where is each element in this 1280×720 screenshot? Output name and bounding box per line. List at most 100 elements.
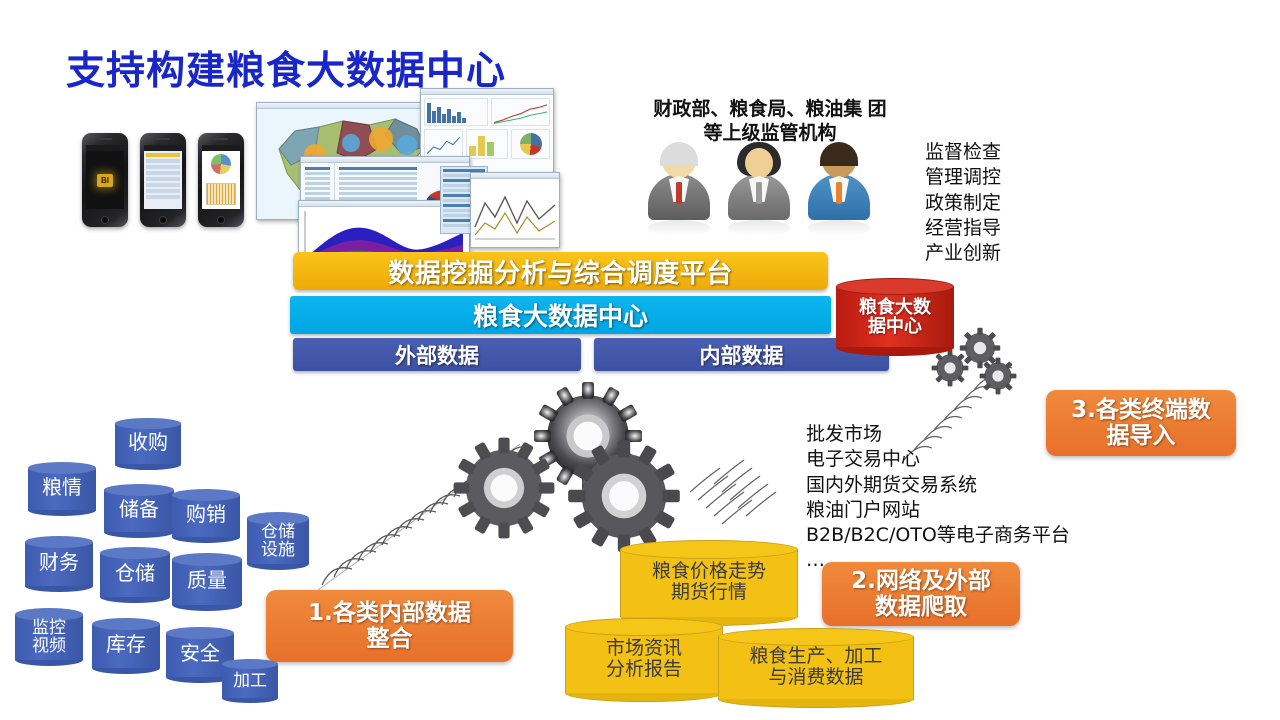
data-center-bar-label: 粮食大数据中心 xyxy=(472,302,648,331)
duties-list: 监督检查 管理调控 政策制定 经营指导 产业创新 xyxy=(925,141,1002,265)
phone-screen-list xyxy=(144,145,182,209)
cylinder-top xyxy=(718,628,914,646)
cylinder-label: 市场资讯分析报告 xyxy=(565,618,723,702)
gears-icon xyxy=(958,326,1002,370)
cylinder-label-line: 购销 xyxy=(186,504,226,527)
cylinder-top xyxy=(172,489,240,501)
cylinder-body xyxy=(836,286,954,348)
callout-internal-integration[interactable]: 1.各类内部数据 整合 xyxy=(266,590,513,662)
person-reflection xyxy=(728,220,790,236)
phone-screen-login: BI xyxy=(86,145,124,209)
callout-terminal-import[interactable]: 3.各类终端数 据导入 xyxy=(1046,390,1236,456)
cylinder-top xyxy=(115,418,181,430)
cylinder-label-line: 财务 xyxy=(39,552,79,575)
cylinder-label: 收购 xyxy=(115,418,181,470)
data-source-cylinder: 仓储 xyxy=(100,547,170,603)
cylinder-label-line1: 粮食大数 xyxy=(859,296,931,317)
cylinder-label-line: 视频 xyxy=(32,636,66,655)
gears-icon xyxy=(930,348,970,388)
cylinder-body xyxy=(172,559,242,605)
person-hair xyxy=(820,142,858,166)
list-item xyxy=(146,153,180,157)
data-source-cylinder: 粮食生产、加工与消费数据 xyxy=(718,628,914,708)
cylinder-body xyxy=(25,542,93,586)
pie-chart-icon xyxy=(511,129,551,159)
cylinder-label: 购销 xyxy=(172,489,240,543)
dashboard-collage-icon xyxy=(256,88,560,264)
callout-3-label: 3.各类终端数 据导入 xyxy=(1071,396,1211,449)
phone-statusbar xyxy=(86,145,124,151)
cylinder-label-line: 监控 xyxy=(32,617,66,637)
phone-speaker xyxy=(98,138,112,140)
cylinder-label: 粮食生产、加工与消费数据 xyxy=(718,628,914,708)
coil-spring-icon xyxy=(690,459,777,525)
cylinder-body xyxy=(247,518,309,564)
external-data-bar[interactable]: 外部数据 xyxy=(293,338,581,371)
data-source-cylinder: 仓储设施 xyxy=(247,512,309,570)
person-face xyxy=(745,148,773,178)
platform-bar[interactable]: 数据挖掘分析与综合调度平台 xyxy=(293,252,828,290)
bar-chart-icon xyxy=(465,129,509,159)
cylinder-body xyxy=(718,636,914,700)
cylinder-top xyxy=(620,540,798,559)
bi-logo-icon: BI xyxy=(97,173,113,187)
person-tie xyxy=(836,182,842,204)
cylinder-top xyxy=(25,536,93,549)
cylinder-top xyxy=(222,659,278,669)
cylinder-label-line: 加工 xyxy=(233,670,267,690)
internal-data-bar-label: 内部数据 xyxy=(699,343,784,368)
cylinder-body xyxy=(222,663,278,699)
cylinder-label: 储备 xyxy=(104,484,174,538)
cylinder-label-line: 安全 xyxy=(180,643,220,666)
phone-statusbar xyxy=(144,145,182,151)
bar-chart-icon xyxy=(206,183,236,205)
data-source-cylinder: 储备 xyxy=(104,484,174,538)
cylinder-bottom xyxy=(104,526,174,538)
data-source-cylinder: 粮情 xyxy=(28,462,96,516)
internal-data-bar[interactable]: 内部数据 xyxy=(594,338,889,371)
page-title: 支持构建粮食大数据中心 xyxy=(66,49,507,94)
smartphone-group: BI xyxy=(82,133,246,229)
cylinder-bottom xyxy=(172,531,240,543)
data-source-cylinder: 市场资讯分析报告 xyxy=(565,618,723,702)
platform-bar-label: 数据挖掘分析与综合调度平台 xyxy=(388,258,733,289)
cylinder-label: 粮情 xyxy=(28,462,96,516)
trend-chart-icon xyxy=(471,179,559,247)
cylinder-body xyxy=(620,549,798,617)
cylinder-label-line: 期货行情 xyxy=(670,582,747,603)
cylinder-label: 仓储设施 xyxy=(247,512,309,570)
smartphone-icon: BI xyxy=(82,133,128,227)
list-item xyxy=(146,165,180,169)
smartphone-icon xyxy=(140,133,186,227)
cylinder-top xyxy=(104,484,174,496)
cylinder-body xyxy=(92,624,160,668)
window-titlebar xyxy=(471,173,559,179)
report-list-screen xyxy=(144,151,182,209)
cylinder-top xyxy=(15,608,83,621)
cylinder-label-line: 仓储 xyxy=(115,563,155,586)
cylinder-label-line2: 据中心 xyxy=(868,316,922,336)
person-reflection xyxy=(648,220,710,236)
cylinder-label-line: 质量 xyxy=(187,570,227,593)
window-titlebar xyxy=(299,201,469,207)
phone-home-button xyxy=(217,216,225,224)
gears-icon xyxy=(448,432,560,544)
data-source-cylinder: 购销 xyxy=(172,489,240,543)
callout-web-crawl[interactable]: 2.网络及外部 数据爬取 xyxy=(822,562,1020,626)
cylinder-label-line: 市场资讯 xyxy=(605,638,682,660)
list-item xyxy=(146,171,180,175)
gears-icon xyxy=(978,356,1018,396)
phone-speaker xyxy=(214,138,228,140)
cylinder-label-line: 粮食价格走势 xyxy=(651,561,766,583)
list-item xyxy=(146,189,180,193)
phone-statusbar xyxy=(202,145,240,151)
callout-2-label: 2.网络及外部 数据爬取 xyxy=(851,567,991,620)
person-tie xyxy=(676,182,682,204)
data-center-bar[interactable]: 粮食大数据中心 xyxy=(290,296,831,334)
gears-icon xyxy=(562,434,686,558)
cylinder-top xyxy=(565,618,723,637)
cylinder-label: 加工 xyxy=(222,659,278,703)
cylinder-label-line: 粮情 xyxy=(42,477,82,500)
person-hair xyxy=(660,142,698,166)
cylinder-label-line: 设施 xyxy=(261,540,295,559)
